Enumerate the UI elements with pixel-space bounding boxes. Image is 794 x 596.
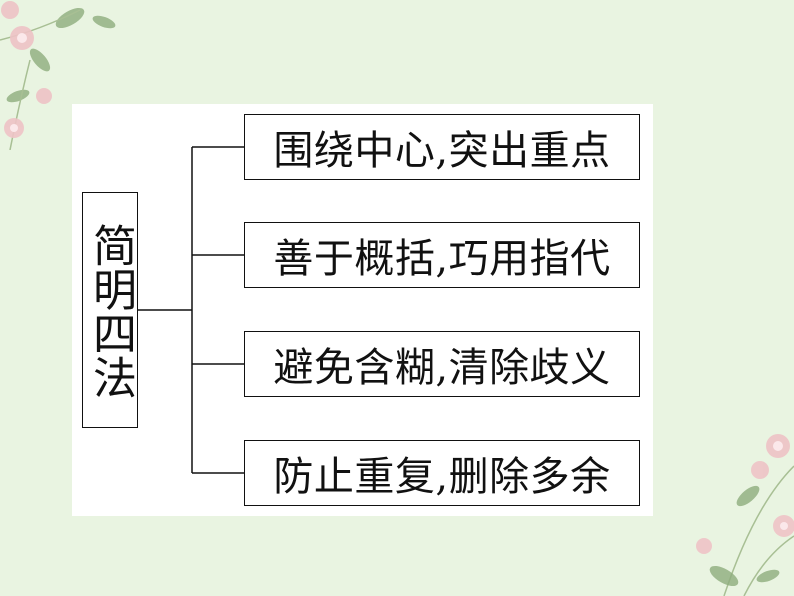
branch-node-2: 善于概括,巧用指代 bbox=[244, 222, 640, 288]
branch-node-4-label: 防止重复,删除多余 bbox=[273, 454, 611, 500]
floral-decoration-top-left-icon bbox=[0, 1, 116, 150]
branch-node-4: 防止重复,删除多余 bbox=[244, 440, 640, 506]
root-node-box: 简明四法 bbox=[82, 192, 138, 428]
branch-node-1: 围绕中心,突出重点 bbox=[244, 114, 640, 180]
branch-node-3: 避免含糊,清除歧义 bbox=[244, 331, 640, 397]
root-node-label: 简明四法 bbox=[85, 223, 136, 399]
floral-decoration-bottom-right-icon bbox=[696, 434, 794, 596]
branch-node-3-label: 避免含糊,清除歧义 bbox=[273, 345, 611, 391]
branch-node-2-label: 善于概括,巧用指代 bbox=[273, 236, 611, 282]
tree-connector-lines bbox=[138, 146, 244, 474]
branch-node-1-label: 围绕中心,突出重点 bbox=[273, 128, 611, 174]
diagram-panel: 简明四法 围绕中心,突出重点 善于概括,巧用指代 避免含糊,清除歧义 防止重复,… bbox=[72, 104, 653, 516]
